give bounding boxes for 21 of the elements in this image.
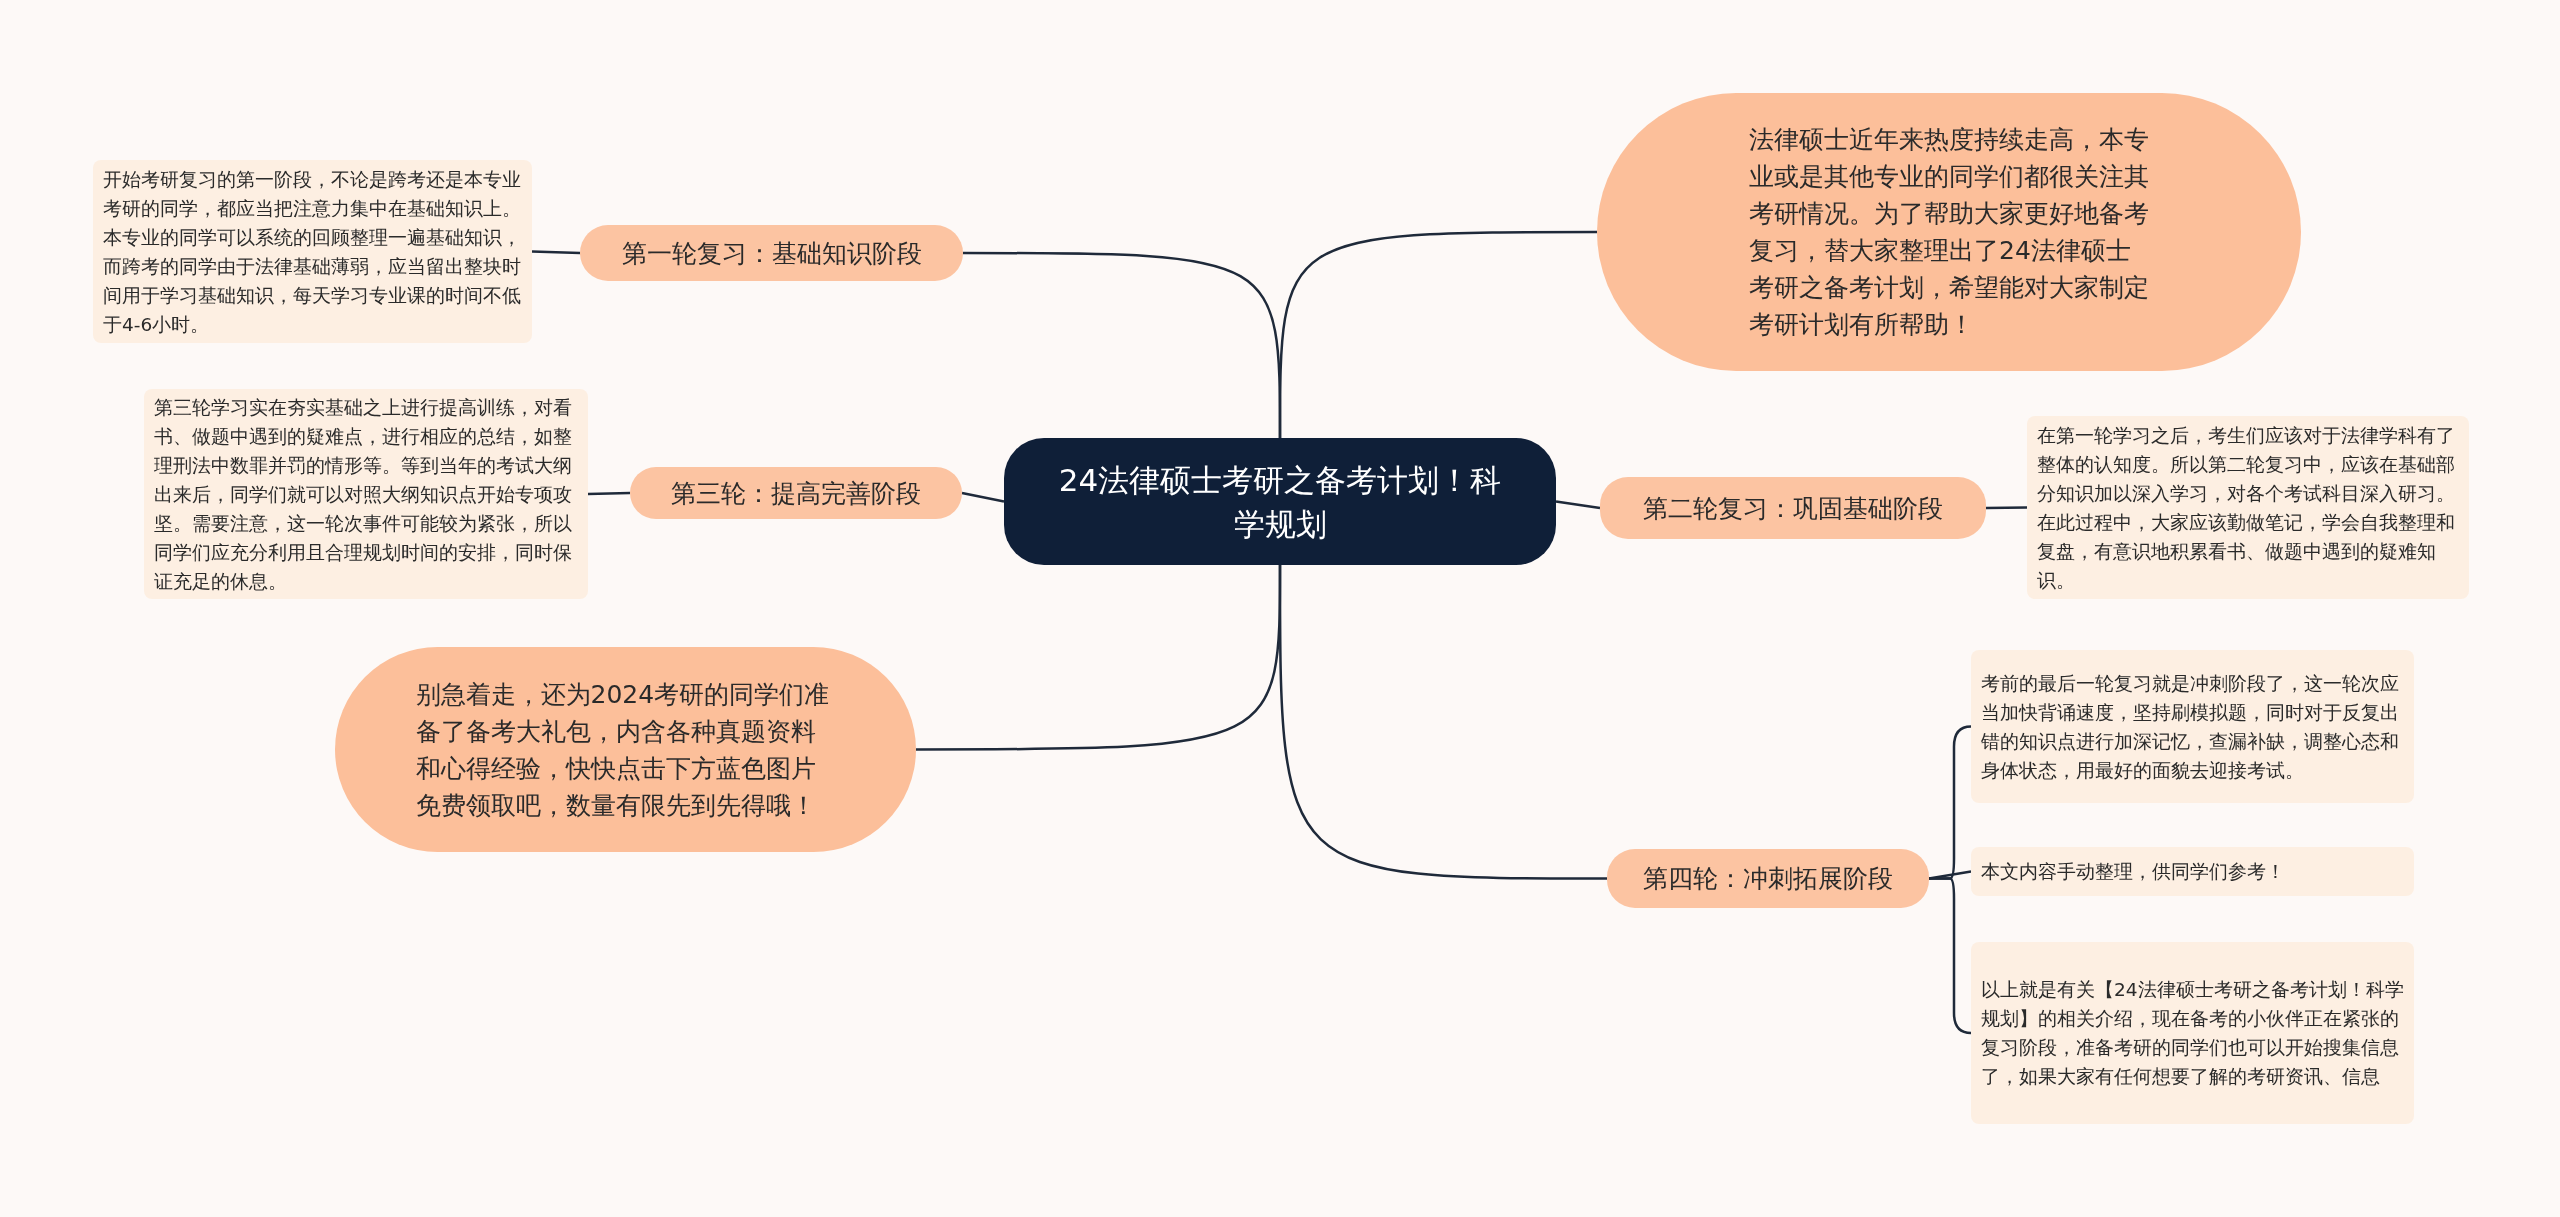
connector-line [1278, 565, 1607, 880]
connector-line [1555, 500, 1601, 510]
connector-line [1986, 506, 2027, 510]
note-card: 考前的最后一轮复习就是冲刺阶段了，这一轮次应当加快背诵速度，坚持刷模拟题，同时对于反复出错的知识点进行加深记忆，查漏补缺，调整心态和身体状态，用最好的面貌去迎接考试。 [1971, 650, 2414, 803]
note-card: 第三轮学习实在夯实基础之上进行提高训练，对看书、做题中遇到的疑难点，进行相应的总结，如整理刑法中数罪并罚的情形等。等到当年的考试大纲出来后，同学们就可以对照大纲知识点开始专项攻坚。需要注意，这一轮次事件可能较为紧张，所以同学们应充分利用且合理规划时间的安排，同时保证充足的休息。 [144, 389, 588, 599]
connector-line [587, 491, 631, 496]
note-card: 本文内容手动整理，供同学们参考！ [1971, 847, 2414, 896]
topic-pill: 第二轮复习：巩固基础阶段 [1600, 477, 1986, 539]
note-card: 在第一轮学习之后，考生们应该对于法律学科有了整体的认知度。所以第二轮复习中，应该在基础部分知识加以深入学习，对各个考试科目深入研习。在此过程中，大家应该勤做笔记，学会自我整理和复盘，有意识地积累看书、做题中遇到的疑难知识。 [2027, 416, 2469, 599]
topic-pill: 第四轮：冲刺拓展阶段 [1607, 849, 1929, 908]
connector-line [531, 250, 581, 255]
topic-bubble: 别急着走，还为2024考研的同学们准备了备考大礼包，内含各种真题资料和心得经验，快快点击下方蓝色图片免费领取吧，数量有限先到先得哦！ [335, 647, 916, 852]
note-card: 以上就是有关【24法律硕士考研之备考计划！科学规划】的相关介绍，现在备考的小伙伴正在紧张的复习阶段，准备考研的同学们也可以开始搜集信息了，如果大家有任何想要了解的考研资讯、信息 [1971, 942, 2414, 1124]
topic-pill: 第三轮：提高完善阶段 [630, 467, 962, 519]
topic-bubble: 法律硕士近年来热度持续走高，本专业或是其他专业的同学们都很关注其考研情况。为了帮助大家更好地备考复习，替大家整理出了24法律硕士考研之备考计划，希望能对大家制定考研计划有所帮助！ [1597, 93, 2301, 371]
topic-pill: 第一轮复习：基础知识阶段 [580, 225, 963, 281]
connector-line [1278, 230, 1597, 438]
central-topic: 24法律硕士考研之备考计划！科学规划 [1004, 438, 1556, 565]
note-card: 开始考研复习的第一阶段，不论是跨考还是本专业考研的同学，都应当把注意力集中在基础知识上。本专业的同学可以系统的回顾整理一遍基础知识，而跨考的同学由于法律基础薄弱，应当留出整块时间用于学习基础知识，每天学习专业课的时间不低于4-6小时。 [93, 160, 532, 343]
connector-line [1929, 877, 1972, 1035]
connector-line [961, 491, 1005, 503]
